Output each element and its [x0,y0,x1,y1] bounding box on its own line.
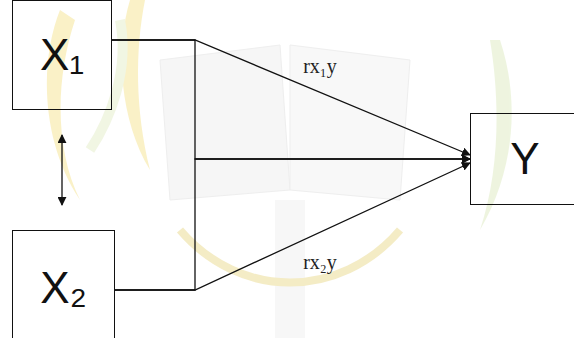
dependent-box: Y [470,113,574,205]
watermark-logo [47,0,512,338]
influence-arrow [115,163,470,290]
correlation-label: rx₂y [301,250,339,274]
influence-arrow [115,159,470,290]
variable-box: X₂ [12,230,115,338]
variable-box: X₁ [12,0,112,110]
variable-name: X₂ [40,266,86,310]
correlation-label: rx₁y [301,54,339,78]
influence-arrow [112,40,470,159]
correlation-arrow [61,135,62,205]
influence-arrow [112,40,470,155]
variable-name: X₁ [40,33,84,77]
variable-name: Y [510,137,539,181]
